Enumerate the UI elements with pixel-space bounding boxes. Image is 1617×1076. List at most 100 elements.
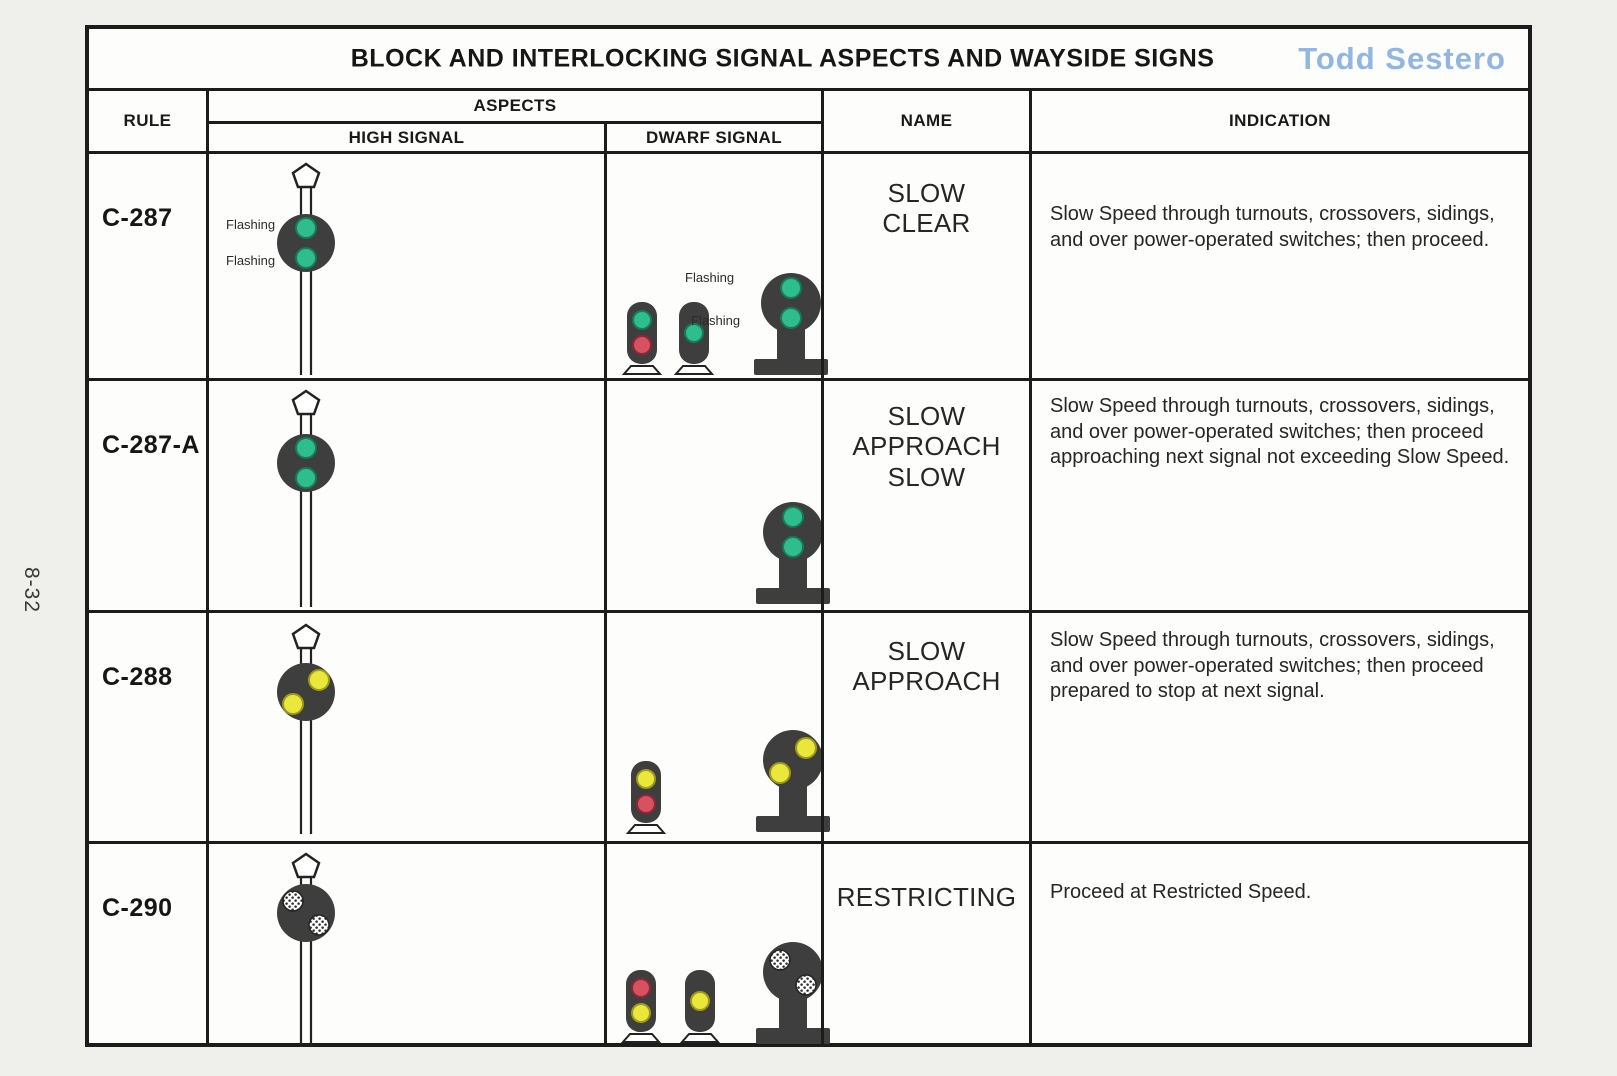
- aspect-name: RESTRICTING: [836, 882, 1017, 912]
- lunar-white-light: [282, 890, 304, 912]
- indication-cell: Proceed at Restricted Speed.: [1029, 841, 1528, 1046]
- green-light: [295, 217, 317, 239]
- indication-cell: Slow Speed through turnouts, crossovers,…: [1029, 151, 1528, 378]
- signal-head: [761, 273, 821, 333]
- yellow-light: [631, 1003, 651, 1023]
- lunar-white-light: [308, 914, 330, 936]
- mast-finial: [291, 162, 321, 189]
- rule-number: C-288: [102, 663, 173, 691]
- dwarf-base: [620, 1033, 662, 1043]
- high-signal-cell: [206, 610, 604, 841]
- name-cell: SLOW APPROACH: [821, 610, 1029, 841]
- green-light: [782, 506, 804, 528]
- name-cell: SLOW CLEAR: [821, 151, 1029, 378]
- yellow-light: [795, 737, 817, 759]
- yellow-light: [308, 669, 330, 691]
- pedestal-foot: [756, 588, 830, 604]
- flashing-label: Flashing: [691, 313, 741, 328]
- mast-finial: [291, 852, 321, 879]
- pedestal-dwarf-two-green-vertical-flashing-icon: [754, 273, 828, 375]
- yellow-light: [769, 762, 791, 784]
- indication-text: Slow Speed through turnouts, crossovers,…: [1050, 629, 1495, 703]
- mast-signal-two-green-vertical-flashing-icon: [277, 162, 335, 375]
- signal-head: [277, 434, 335, 492]
- dwarf-green-over-red-icon: [621, 302, 663, 375]
- column-header-rule: RULE: [123, 111, 172, 130]
- aspect-name: SLOW APPROACH SLOW: [852, 401, 1001, 492]
- name-cell: SLOW APPROACH SLOW: [821, 378, 1029, 610]
- mast-signal-two-green-vertical-icon: [277, 389, 335, 607]
- dwarf-base: [673, 365, 715, 375]
- pedestal-dwarf-two-green-vertical-icon: [756, 502, 830, 604]
- high-signal-cell: [206, 841, 604, 1047]
- dwarf-single-yellow-icon: [679, 970, 721, 1043]
- signal-head: [763, 730, 823, 790]
- signal-head: [277, 214, 335, 272]
- indication-cell: Slow Speed through turnouts, crossovers,…: [1029, 610, 1528, 841]
- signal-aspect-chart: BLOCK AND INTERLOCKING SIGNAL ASPECTS AN…: [85, 25, 1532, 1047]
- green-light: [632, 310, 652, 330]
- indication-text: Proceed at Restricted Speed.: [1050, 881, 1312, 903]
- pedestal-dwarf-two-lunar-diagonal-icon: [756, 942, 830, 1044]
- column-header-high-signal: HIGH SIGNAL: [206, 121, 604, 151]
- rule-number: C-287: [102, 204, 173, 232]
- red-light: [636, 794, 656, 814]
- table-row-rule: C-287-A: [89, 378, 206, 610]
- lunar-white-light: [769, 949, 791, 971]
- signal-head: [277, 663, 335, 721]
- dwarf-signal-cell: Flashing Flashing: [604, 151, 828, 378]
- rule-number: C-290: [102, 894, 173, 922]
- chart-header: BLOCK AND INTERLOCKING SIGNAL ASPECTS AN…: [89, 29, 1528, 91]
- dwarf-signal-cell: [604, 378, 830, 610]
- yellow-light: [636, 769, 656, 789]
- flashing-label: Flashing: [226, 253, 276, 268]
- green-light: [780, 277, 802, 299]
- name-cell: RESTRICTING: [821, 841, 1029, 1046]
- dwarf-base: [625, 824, 667, 834]
- green-light: [295, 247, 317, 269]
- aspect-name: SLOW CLEAR: [882, 178, 971, 239]
- pedestal-foot: [756, 816, 830, 832]
- indication-cell: Slow Speed through turnouts, crossovers,…: [1029, 378, 1528, 610]
- column-header-dwarf-signal: DWARF SIGNAL: [604, 121, 821, 151]
- mast-signal-two-yellow-diagonal-icon: [277, 623, 335, 834]
- red-light: [631, 978, 651, 998]
- dwarf-yellow-over-red-icon: [625, 761, 667, 834]
- dwarf-signal-cell: [604, 841, 830, 1046]
- green-light: [295, 437, 317, 459]
- rule-number: C-287-A: [102, 431, 200, 459]
- pedestal-foot: [756, 1028, 830, 1044]
- green-light: [780, 307, 802, 329]
- dwarf-single-green-icon: [673, 302, 715, 375]
- pedestal-foot: [754, 359, 828, 375]
- lunar-white-light: [795, 974, 817, 996]
- column-header-aspects: ASPECTS: [206, 91, 821, 121]
- column-header-name: NAME: [821, 91, 1029, 151]
- high-signal-cell: [206, 378, 604, 610]
- dwarf-base: [621, 365, 663, 375]
- table-row-rule: C-287: [89, 151, 206, 378]
- flashing-label: Flashing: [226, 217, 276, 232]
- signal-head: [763, 502, 823, 562]
- yellow-light: [282, 693, 304, 715]
- dwarf-base: [679, 1033, 721, 1043]
- red-light: [632, 335, 652, 355]
- dwarf-signal-cell: [604, 610, 830, 841]
- pedestal-dwarf-two-yellow-diagonal-icon: [756, 730, 830, 832]
- green-light: [782, 536, 804, 558]
- page-number: 8-32: [20, 566, 44, 614]
- signal-head: [763, 942, 823, 1002]
- signal-table: RULE ASPECTS HIGH SIGNAL DWARF SIGNAL NA…: [89, 91, 1528, 1047]
- signal-head: [277, 884, 335, 942]
- aspect-name: SLOW APPROACH: [852, 636, 1001, 697]
- high-signal-cell: Flashing Flashing: [206, 151, 604, 378]
- mast-finial: [291, 623, 321, 650]
- green-light: [295, 467, 317, 489]
- flashing-label: Flashing: [685, 270, 735, 285]
- column-header-indication: INDICATION: [1029, 91, 1528, 151]
- author-name: Todd Sestero: [1298, 40, 1506, 76]
- chart-title: BLOCK AND INTERLOCKING SIGNAL ASPECTS AN…: [350, 44, 1215, 72]
- mast-signal-two-lunar-diagonal-icon: [277, 852, 335, 1047]
- indication-text: Slow Speed through turnouts, crossovers,…: [1050, 395, 1510, 469]
- mast-finial: [291, 389, 321, 416]
